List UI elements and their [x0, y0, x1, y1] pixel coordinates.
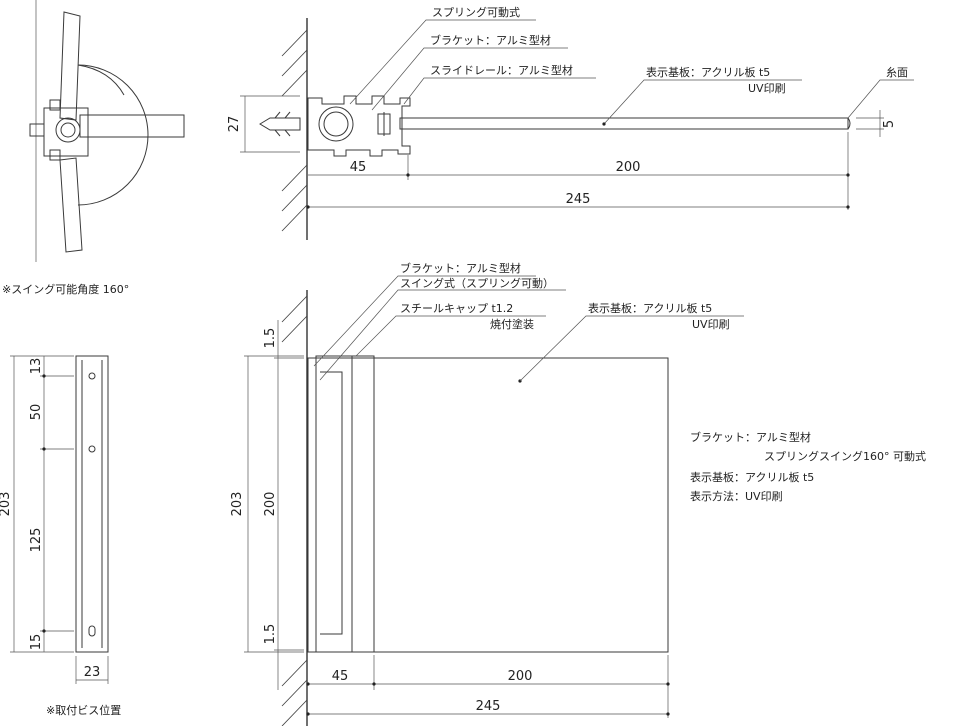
callout-bracket: ブラケット：アルミ型材: [430, 33, 551, 47]
side-note: ※取付ビス位置: [46, 703, 121, 717]
leader-panel-front: [519, 315, 744, 382]
swing-arc-top: [77, 64, 125, 96]
swing-note: ※スイング可能角度 160°: [2, 282, 129, 296]
dim-front-bracket-label: 45: [332, 669, 349, 684]
screw-hole-middle: [88, 445, 96, 453]
leader-cap: [355, 315, 546, 357]
dim-front-bottom-label: 1.5: [263, 624, 278, 645]
dim-front-panel-label: 200: [508, 669, 533, 684]
leader-panel: [603, 79, 802, 125]
dim-side-width-label: 23: [84, 665, 101, 680]
callout-panel: 表示基板：アクリル板 t5: [646, 65, 770, 79]
swing-arc: [77, 64, 149, 206]
wall-hatch: [281, 295, 308, 726]
callout-cap: スチールキャップ t1.2: [400, 302, 513, 315]
panel-swung-up: [59, 11, 81, 121]
callout-spring: スプリング可動式: [432, 5, 520, 19]
anchor-screw: [259, 117, 301, 131]
wall-hatch: [281, 29, 308, 232]
callout-panel-front-print: UV印刷: [692, 318, 730, 331]
spec-block: ブラケット：アルミ型材 スプリングスイング160° 可動式 表示基板：アクリル板…: [690, 430, 926, 503]
callout-cap-finish: 焼付塗装: [490, 317, 534, 331]
callout-slide-rail: スライドレール：アルミ型材: [430, 63, 573, 77]
top-view: スプリング可動式 ブラケット：アルミ型材 スライドレール：アルミ型材 表示基板：…: [227, 5, 914, 240]
dim-side-total-label: 203: [0, 492, 13, 517]
callout-thread-face: 糸面: [886, 66, 908, 79]
dim-bracket-label: 45: [350, 160, 367, 175]
spring-pivot: [55, 117, 81, 143]
spec-line-1: ブラケット：アルミ型材: [690, 430, 811, 444]
leader-bracket-front: [313, 275, 536, 367]
spring-pivot: [318, 106, 354, 142]
dim-side-top-label: 13: [29, 358, 44, 375]
screw-hole-top: [88, 372, 96, 380]
dim-side-bottom-label: 15: [29, 634, 44, 651]
dim-front-top-label: 1.5: [263, 328, 278, 349]
dim-panel-label: 200: [616, 160, 641, 175]
front-view: ブラケット：アルミ型材 スイング式（スプリング可動） スチールキャップ t1.2…: [230, 261, 744, 726]
bracket-profile: [307, 95, 411, 157]
dim-front-overall-label: 245: [476, 699, 501, 714]
bracket-side: [75, 355, 109, 653]
spec-line-3: 表示基板：アクリル板 t5: [690, 470, 814, 484]
swing-view: ※スイング可能角度 160°: [2, 0, 185, 296]
acrylic-panel-front: [307, 357, 669, 653]
spec-line-2: スプリングスイング160° 可動式: [764, 449, 926, 463]
callout-panel-front: 表示基板：アクリル板 t5: [588, 301, 712, 315]
dim-depth-label: 27: [227, 116, 242, 133]
dim-side-lower-label: 125: [29, 528, 44, 553]
panel-straight: [79, 114, 185, 138]
screw-hole-bottom: [88, 625, 96, 637]
leader-thread-face: [847, 79, 914, 119]
leader-slide-rail: [403, 77, 596, 105]
callout-panel-print: UV印刷: [748, 82, 786, 95]
side-view: 203 13 50 125 15 23 ※取付ビス位置: [0, 355, 121, 717]
mount-screw: [29, 123, 45, 137]
dim-thickness-label: 5: [882, 120, 897, 128]
leader-spring: [349, 19, 536, 105]
panel-swung-down: [59, 157, 83, 253]
leader-bracket: [371, 47, 568, 111]
bracket-inner: [320, 371, 343, 635]
bracket-front: [315, 355, 375, 653]
acrylic-panel: [399, 117, 849, 130]
dim-front-inner-label: 200: [263, 492, 278, 517]
dim-side-pitch-label: 50: [29, 404, 44, 421]
callout-bracket-front: ブラケット：アルミ型材: [400, 261, 521, 275]
dim-total-label: 245: [566, 192, 591, 207]
steel-cap: [351, 355, 375, 653]
spec-line-4: 表示方法：UV印刷: [690, 489, 783, 503]
dim-front-total-label: 203: [230, 492, 245, 517]
callout-swing-type: スイング式（スプリング可動）: [400, 276, 554, 290]
